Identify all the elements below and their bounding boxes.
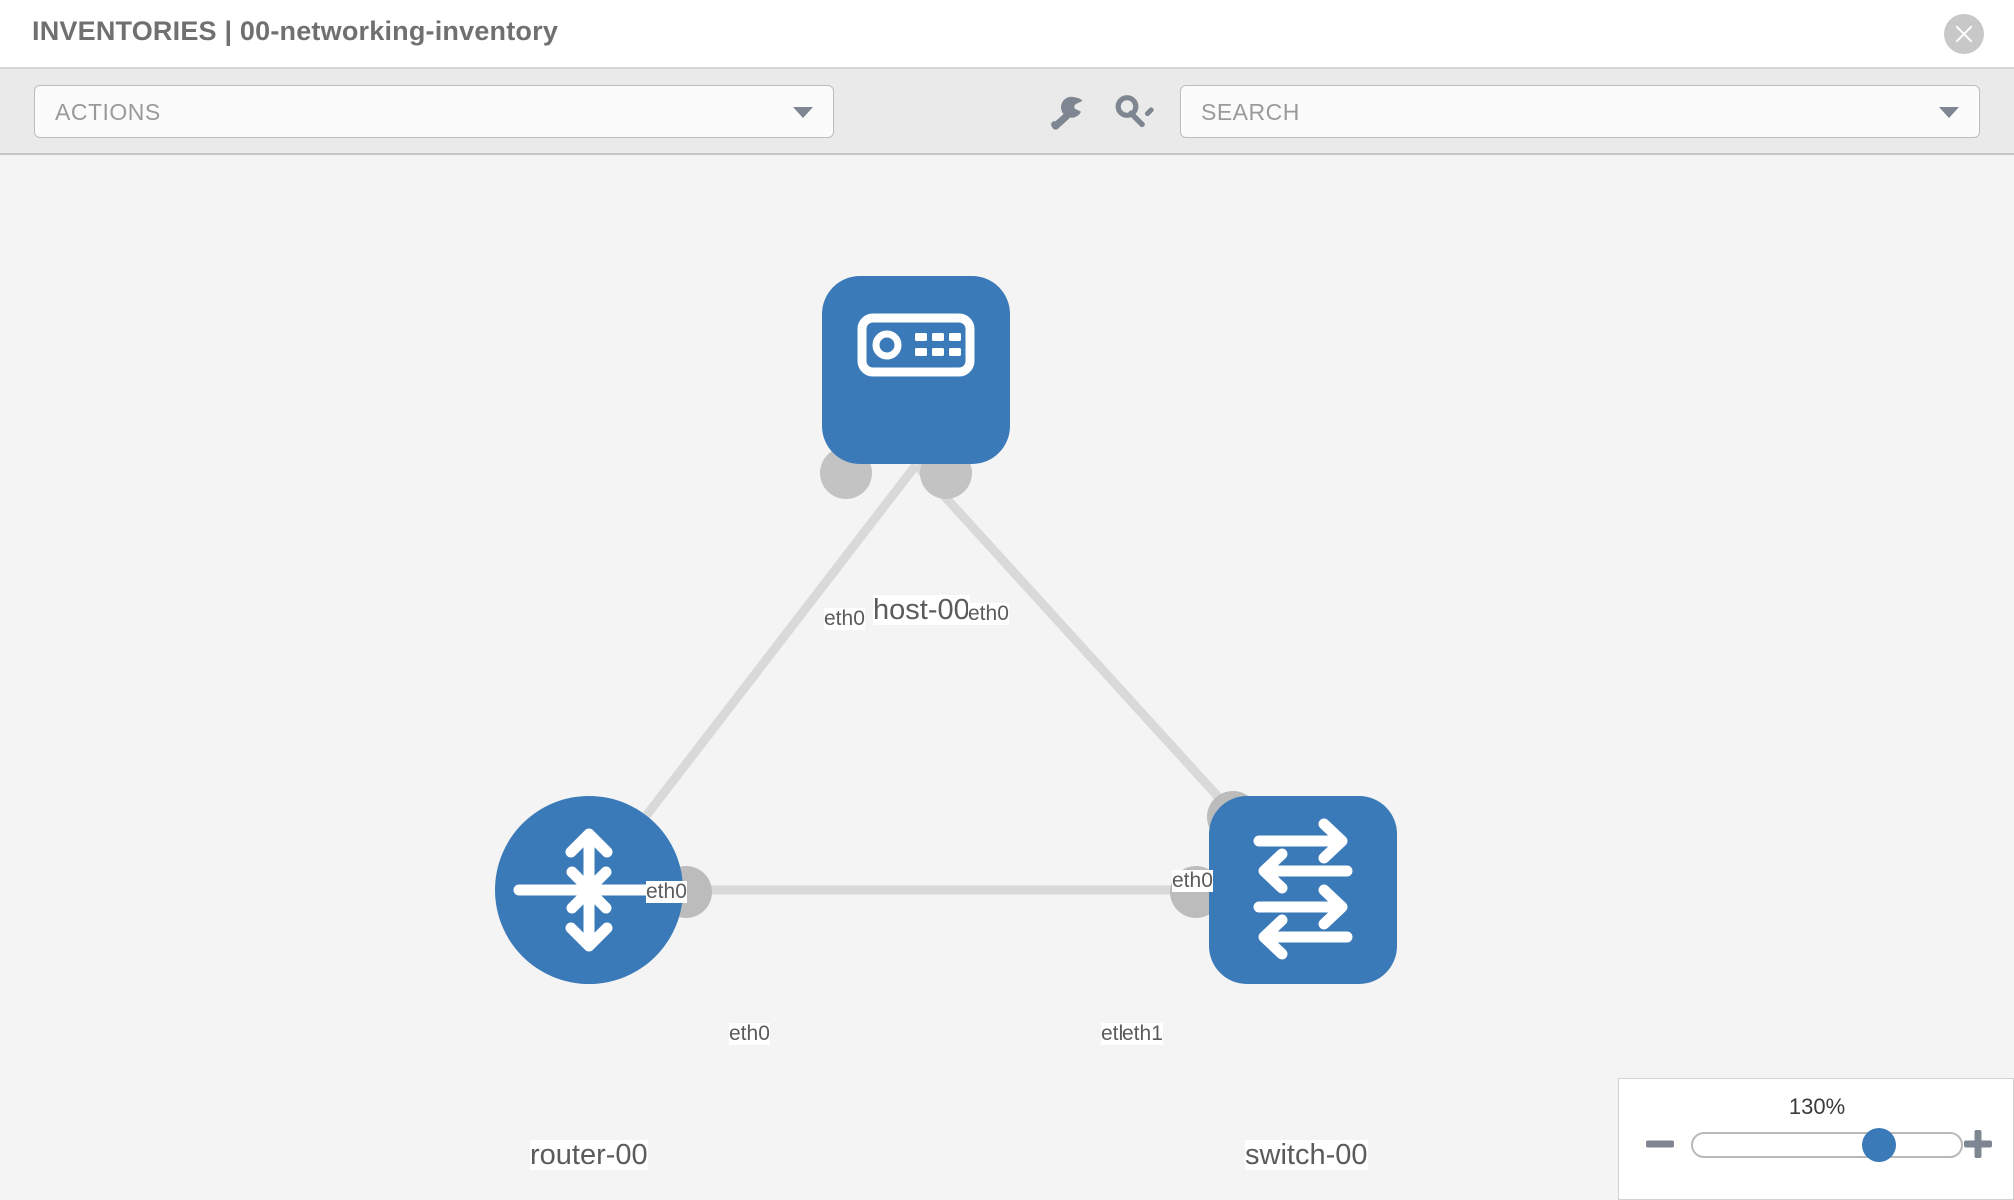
zoom-slider-handle[interactable] (1862, 1128, 1896, 1162)
interface-label: eth1 (1122, 1022, 1163, 1046)
search-input[interactable]: SEARCH (1180, 85, 1980, 138)
zoom-out-button[interactable] (1643, 1127, 1677, 1161)
node-router-00[interactable] (495, 796, 683, 984)
interface-label: eth0 (968, 602, 1009, 626)
interface-label: eth0 (824, 607, 865, 631)
page-title: INVENTORIES | 00-networking-inventory (32, 16, 559, 46)
topology-links (585, 461, 1307, 895)
toolbar: ACTIONS SEARCH (0, 69, 2014, 155)
server-device-icon (857, 313, 975, 377)
search-placeholder: SEARCH (1201, 99, 1300, 125)
node-label-switch-00: switch-00 (1245, 1139, 1368, 1171)
chevron-down-icon (1939, 107, 1959, 118)
node-label-router-00: router-00 (530, 1139, 648, 1171)
topology-graph (495, 276, 1397, 984)
router-arrows-icon (513, 828, 665, 952)
zoom-control-panel: 130% (1618, 1078, 2014, 1200)
actions-dropdown-label: ACTIONS (55, 99, 161, 125)
close-icon[interactable] (1944, 14, 1984, 54)
topology-canvas[interactable]: eth0 host-00 eth0 eth0 eth0 eth0 eth eth… (0, 155, 2014, 1200)
key-icon[interactable] (1112, 91, 1156, 135)
page-header: INVENTORIES | 00-networking-inventory (0, 0, 2014, 69)
node-switch-00[interactable] (1209, 796, 1397, 984)
interface-label: eth0 (646, 880, 687, 904)
interface-label: eth0 (729, 1022, 770, 1046)
chevron-down-icon (793, 107, 813, 118)
zoom-slider[interactable] (1691, 1128, 1963, 1162)
switch-arrows-icon (1253, 818, 1353, 960)
actions-dropdown[interactable]: ACTIONS (34, 85, 834, 138)
zoom-level-value: 130% (1788, 1094, 1846, 1119)
zoom-in-button[interactable] (1961, 1127, 1995, 1161)
node-label-host-00: host-00 (873, 594, 970, 626)
node-host-00[interactable] (822, 276, 1010, 464)
wrench-icon[interactable] (1044, 91, 1088, 135)
interface-label: eth0 (1172, 869, 1213, 893)
